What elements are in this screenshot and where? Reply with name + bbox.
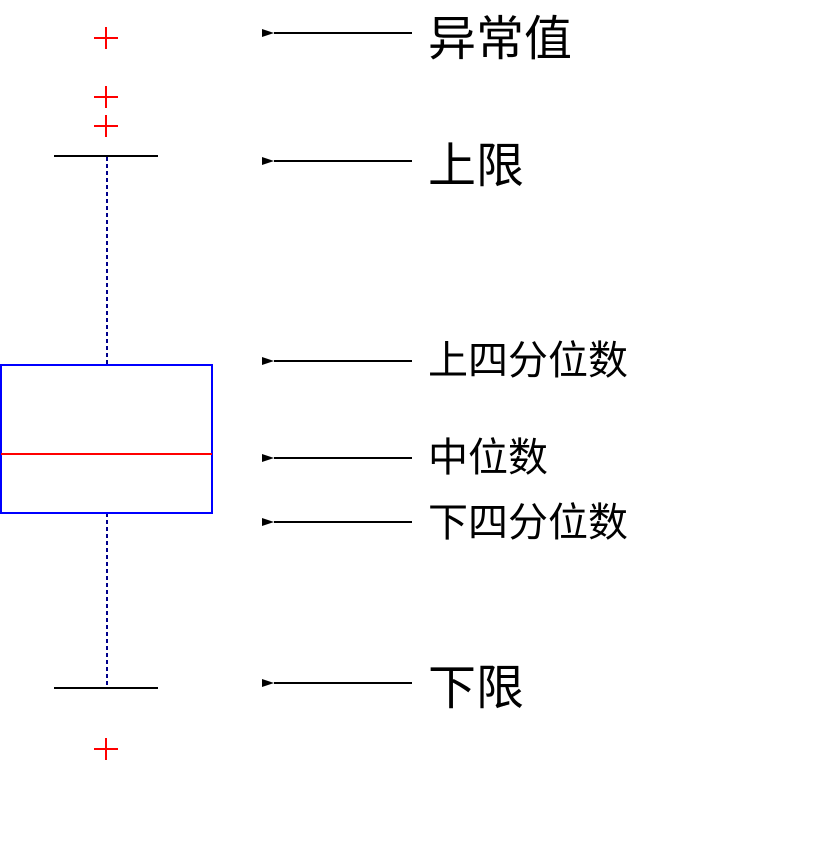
outlier-label: 异常值: [428, 11, 573, 67]
upper-quartile-label: 上四分位数: [428, 338, 628, 384]
outlier-marker-upper-2: [94, 115, 118, 137]
lower-quartile-label: 下四分位数: [428, 500, 628, 546]
outlier-markers: [94, 27, 118, 760]
outlier-marker-upper-1: [94, 86, 118, 108]
interquartile-box: [0, 364, 213, 514]
annotation-arrows: [262, 29, 412, 687]
outlier-marker-bottom: [94, 738, 118, 760]
outlier-marker-top: [94, 27, 118, 49]
median-label: 中位数: [428, 435, 548, 481]
upper-limit-label: 上限: [428, 138, 525, 194]
lower-limit-label: 下限: [428, 660, 525, 716]
